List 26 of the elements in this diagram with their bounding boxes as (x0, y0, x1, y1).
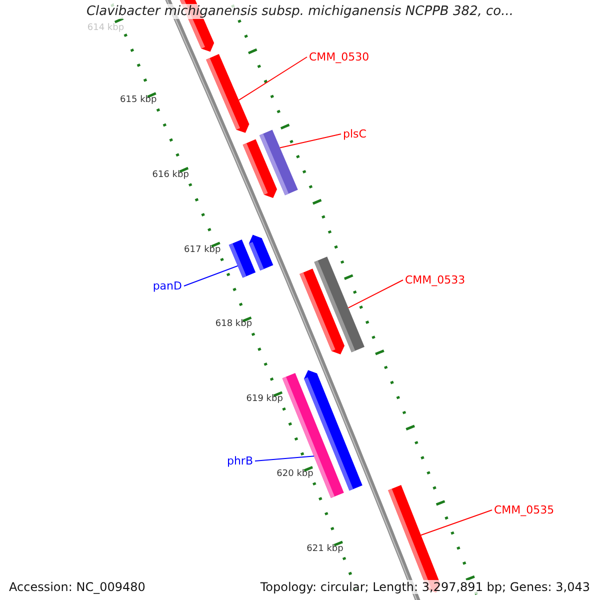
scale-label: 619 kbp (246, 394, 283, 405)
scale-label: 615 kbp (120, 95, 157, 106)
scale-label: 614 kbp (87, 23, 124, 34)
leader-line (254, 456, 314, 462)
scale-label: 620 kbp (276, 468, 314, 480)
gene-label: CMM_0535 (494, 503, 554, 517)
footer-text: Accession: NC_009480 (7, 580, 148, 594)
gene-feature (206, 54, 250, 133)
scale-label: 618 kbp (215, 319, 252, 330)
leader-line (280, 134, 342, 148)
leader-line (184, 265, 238, 286)
footer-text: Topology: circular; Length: 3,297,891 bp; Genes: 3,043 (258, 580, 592, 594)
scale-label: 616 kbp (152, 170, 189, 181)
scale-label: 617 kbp (184, 244, 221, 256)
leader-line (420, 510, 492, 536)
gene-label: plsC (343, 127, 366, 141)
scale-label: 621 kbp (306, 544, 344, 554)
gene-feature (259, 130, 298, 196)
gene-feature (248, 234, 274, 270)
gene-label: CMM_0533 (405, 273, 466, 287)
leader-line (238, 56, 308, 101)
gene-label: CMM_0530 (309, 50, 370, 64)
leader-line (348, 280, 404, 308)
gene-label: panD (152, 279, 182, 293)
gene-feature (314, 256, 364, 352)
gene-label: phrB (226, 454, 253, 468)
